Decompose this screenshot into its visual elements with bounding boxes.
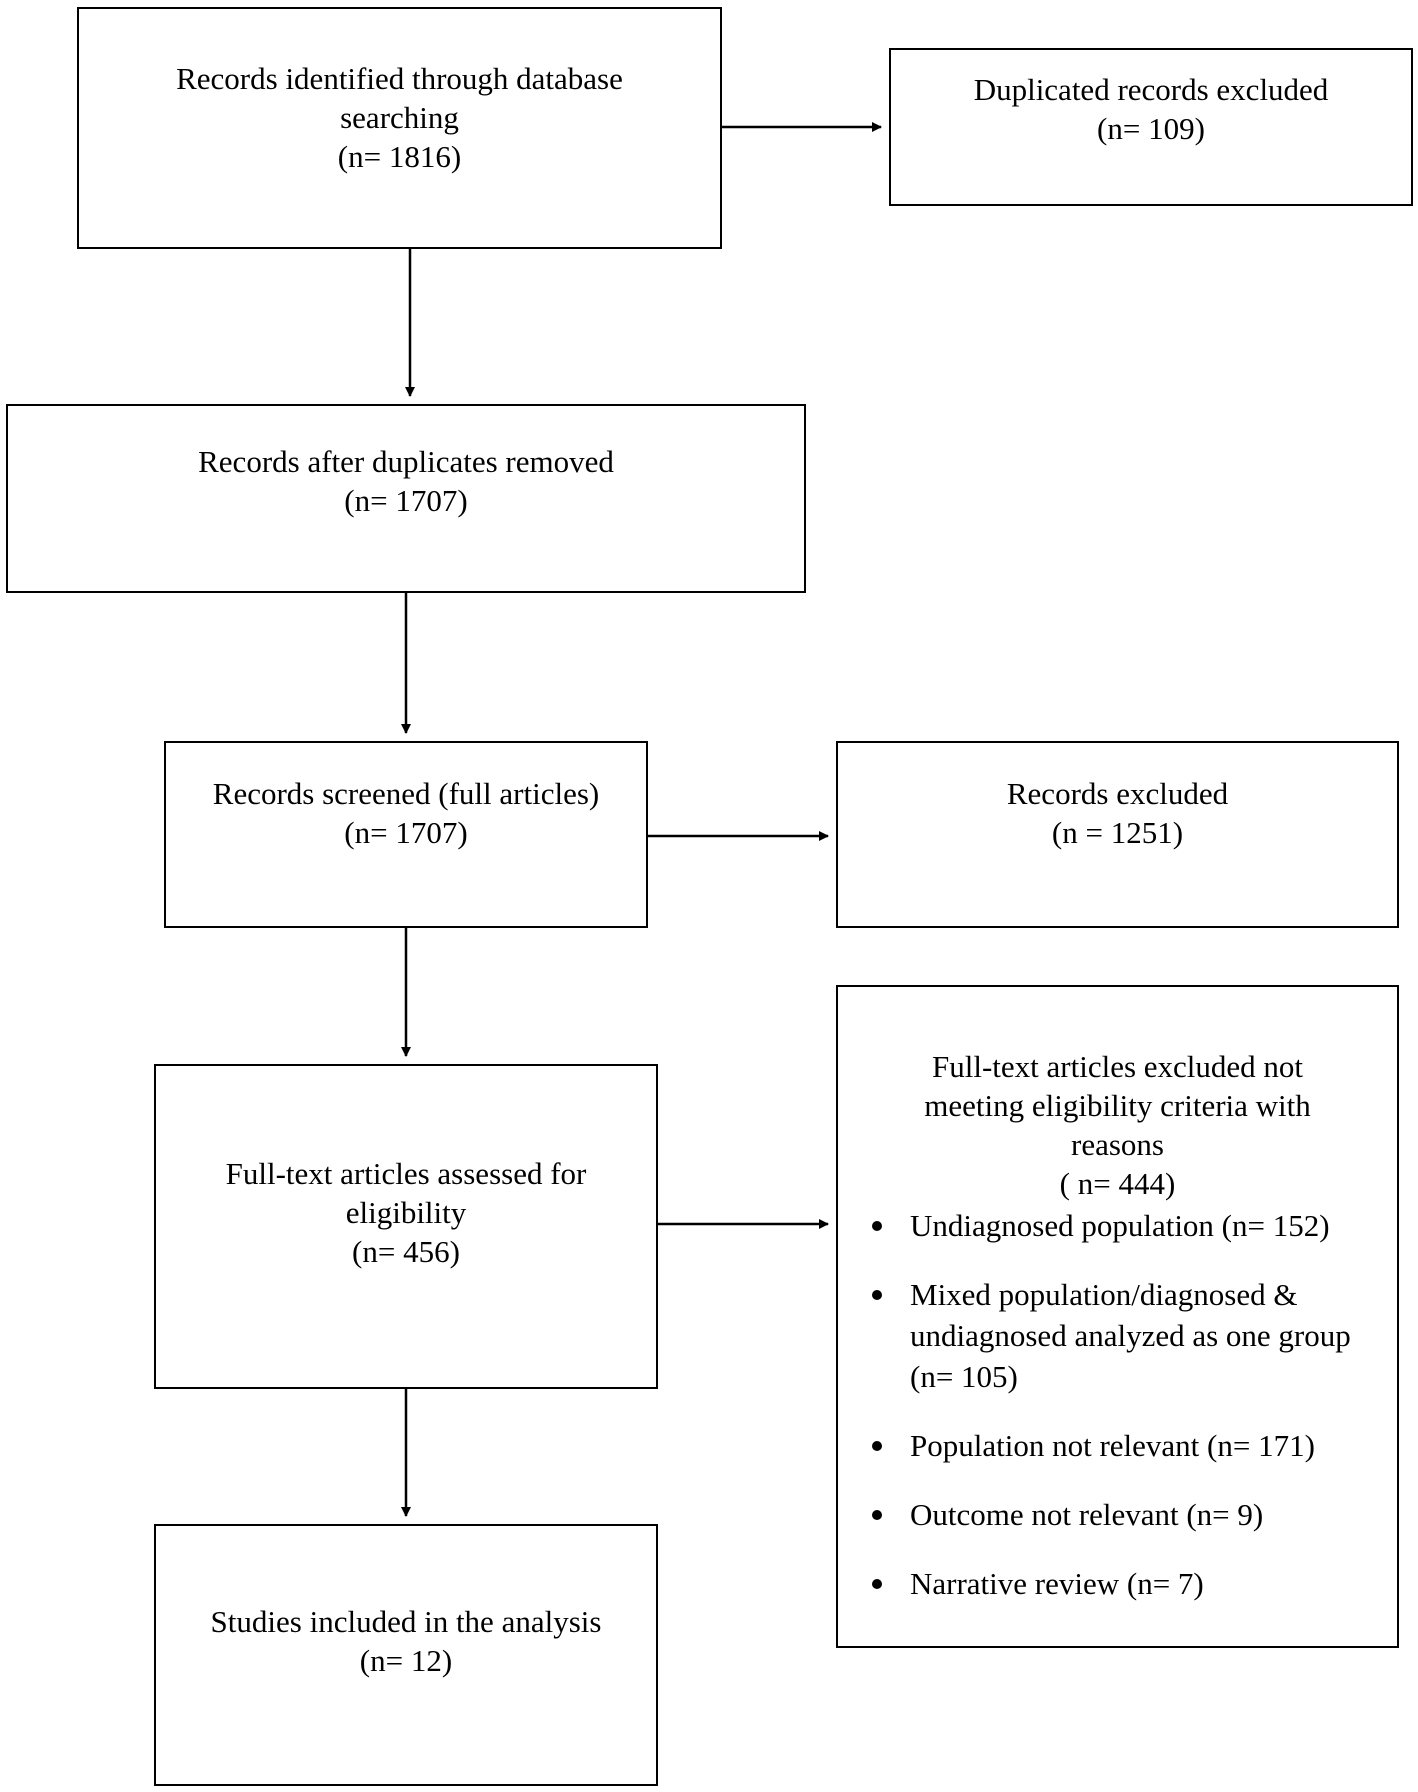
exclusion-reason-item: Population not relevant (n= 171) [848, 1425, 1387, 1466]
exclusion-reasons-list: Undiagnosed population (n= 152) Mixed po… [848, 1205, 1387, 1632]
fulltext-assessed-box: Full-text articles assessed for eligibil… [154, 1064, 658, 1389]
exclusion-reason-item: Outcome not relevant (n= 9) [848, 1494, 1387, 1535]
records-after-duplicates-label: Records after duplicates removed [198, 443, 614, 479]
fulltext-excluded-box: Full-text articles excluded not meeting … [836, 985, 1399, 1648]
exclusion-reason-item: Undiagnosed population (n= 152) [848, 1205, 1387, 1246]
records-excluded-box: Records excluded (n = 1251) [836, 741, 1399, 928]
records-identified-line-2: searching [340, 99, 459, 135]
fulltext-assessed-line-2: eligibility [345, 1195, 467, 1230]
duplicates-excluded-box: Duplicated records excluded (n= 109) [889, 48, 1413, 206]
fulltext-assessed-count: (n= 456) [352, 1234, 460, 1269]
records-screened-count: (n= 1707) [344, 814, 468, 850]
records-identified-box: Records identified through database sear… [77, 7, 722, 249]
duplicates-excluded-label: Duplicated records excluded [973, 72, 1329, 107]
records-after-duplicates-box: Records after duplicates removed (n= 170… [6, 404, 806, 593]
fulltext-excluded-line-2: meeting eligibility criteria with [924, 1088, 1311, 1123]
records-after-duplicates-count: (n= 1707) [344, 482, 468, 518]
studies-included-label: Studies included in the analysis [210, 1604, 602, 1639]
records-screened-label: Records screened (full articles) [212, 775, 600, 811]
records-screened-box: Records screened (full articles) (n= 170… [164, 741, 648, 928]
studies-included-count: (n= 12) [359, 1643, 453, 1678]
fulltext-assessed-line-1: Full-text articles assessed for [225, 1156, 587, 1191]
exclusion-reason-item: Mixed population/diagnosed & undiagnosed… [848, 1274, 1387, 1397]
exclusion-reason-item: Narrative review (n= 7) [848, 1563, 1387, 1604]
records-excluded-label: Records excluded [1006, 775, 1229, 811]
studies-included-box: Studies included in the analysis (n= 12) [154, 1524, 658, 1786]
fulltext-excluded-line-1: Full-text articles excluded not [931, 1049, 1304, 1084]
records-identified-count: (n= 1816) [337, 138, 462, 174]
records-excluded-count: (n = 1251) [1051, 814, 1184, 850]
duplicates-excluded-count: (n= 109) [1097, 111, 1205, 146]
records-identified-line-1: Records identified through database [176, 60, 623, 96]
fulltext-excluded-count: ( n= 444) [1059, 1166, 1176, 1201]
fulltext-excluded-line-3: reasons [1071, 1127, 1164, 1162]
